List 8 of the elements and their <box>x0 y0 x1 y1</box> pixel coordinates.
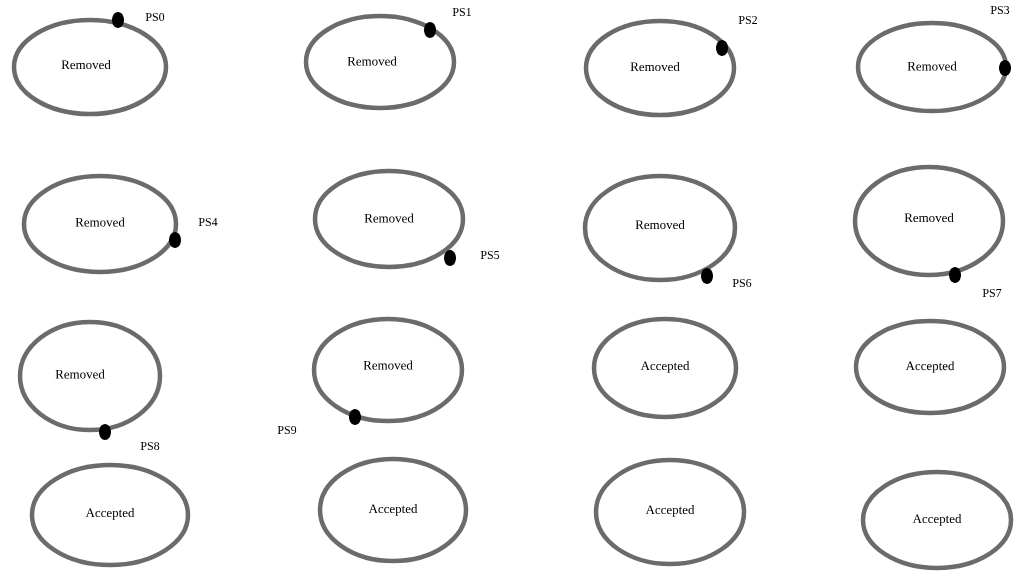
ps-label: PS9 <box>277 426 297 434</box>
ps-label: PS3 <box>990 5 1010 14</box>
ps-label: PS8 <box>140 441 160 450</box>
ps-label: PS4 <box>198 217 218 226</box>
ps-label: PS2 <box>738 15 757 24</box>
ps-label: PS7 <box>982 288 1002 297</box>
ps-label: PS1 <box>452 7 471 16</box>
ps-label: PS5 <box>480 250 500 259</box>
